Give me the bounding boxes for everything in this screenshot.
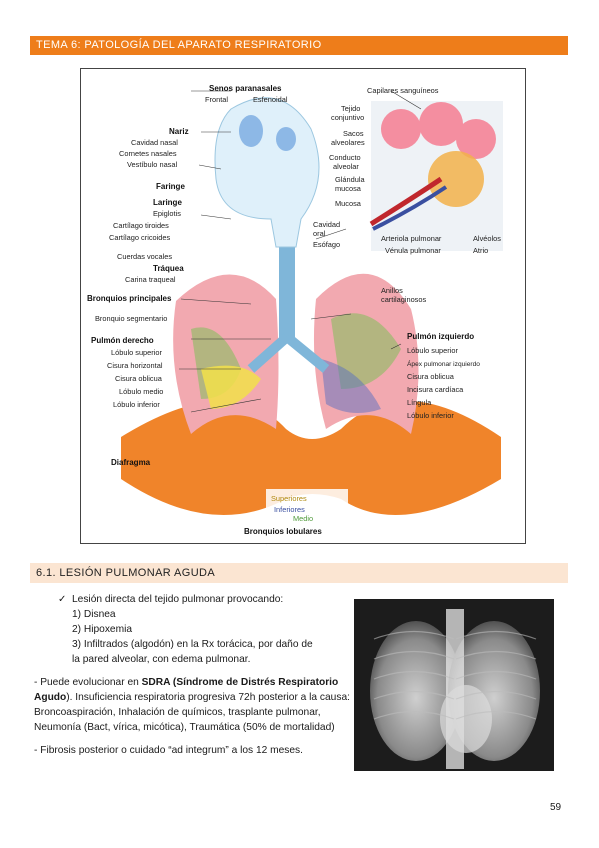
head-airway-shape <box>214 97 320 248</box>
label-cuerdas: Cuerdas vocales <box>117 252 172 261</box>
label-anillos-1: Anillos <box>381 286 403 295</box>
label-diafragma: Diafragma <box>111 458 151 467</box>
label-arteriola: Arteriola pulmonar <box>381 234 442 243</box>
chest-xray-image <box>354 599 554 771</box>
venule-shape <box>372 185 448 231</box>
section-content: ✓ Lesión directa del tejido pulmonar pro… <box>34 592 352 758</box>
list-item: 3) Infiltrados (algodón) en la Rx toráci… <box>72 639 313 650</box>
bronchi-yellow-right <box>201 365 261 409</box>
sdra-paragraph: - Puede evolucionar en SDRA (Síndrome de… <box>34 675 352 735</box>
respiratory-system-diagram: Senos paranasales Frontal Esfenoidal Nar… <box>80 68 526 544</box>
trachea-shape <box>279 247 295 339</box>
arteriole-shape <box>369 176 443 227</box>
label-frontal: Frontal <box>205 95 228 104</box>
page-number: 59 <box>550 802 562 813</box>
label-apex: Ápex pulmonar izquierdo <box>407 359 480 368</box>
lobular-bronchi-box <box>266 489 348 527</box>
label-conducto-1: Conducto <box>329 153 361 162</box>
label-superiores: Superiores <box>271 494 307 503</box>
label-lingula: Língula <box>407 398 432 407</box>
label-mucosa: Mucosa <box>335 199 362 208</box>
label-tejido-1: Tejido <box>341 104 360 113</box>
label-cisura-oblicua-der: Cisura oblicua <box>115 374 163 383</box>
label-carina: Carina traqueal <box>125 275 176 284</box>
alveolar-sac-3 <box>456 119 496 159</box>
label-pulmon-derecho: Pulmón derecho <box>91 336 154 345</box>
bronchi-green-left <box>331 313 401 389</box>
sphenoid-sinus-shape <box>276 127 296 151</box>
label-lobulo-inferior-izq: Lóbulo inferior <box>407 411 454 420</box>
label-sacos-1: Sacos <box>343 129 364 138</box>
label-vestibulo: Vestíbulo nasal <box>127 160 177 169</box>
list-item: 2) Hipoxemia <box>72 624 133 635</box>
xray-heart <box>440 685 492 753</box>
label-glandula-1: Glándula <box>335 175 365 184</box>
label-tiroides: Cartílago tiroides <box>113 221 169 230</box>
label-lobulo-inferior-der: Lóbulo inferior <box>113 400 160 409</box>
bullet-intro-text: Lesión directa del tejido pulmonar provo… <box>72 594 284 605</box>
label-pulmon-izquierdo: Pulmón izquierdo <box>407 332 474 341</box>
label-laringe: Laringe <box>153 198 182 207</box>
bronchi-blue-left <box>321 359 381 413</box>
label-cornetes: Cornetes nasales <box>119 149 177 158</box>
sdra-pre: - Puede evolucionar en <box>34 677 142 688</box>
label-lobulo-superior-izq: Lóbulo superior <box>407 346 458 355</box>
checkmark-icon: ✓ <box>58 594 67 605</box>
label-cisura-horizontal: Cisura horizontal <box>107 361 163 370</box>
label-bronquio-segmentario: Bronquio segmentario <box>95 314 167 323</box>
label-sacos-2: alveolares <box>331 138 365 147</box>
label-traquea: Tráquea <box>153 264 184 273</box>
label-venula: Vénula pulmonar <box>385 246 441 255</box>
sdra-post: ). Insuficiencia respiratoria progresiva… <box>34 692 350 733</box>
xray-illustration <box>354 599 554 771</box>
label-senos: Senos paranasales <box>209 84 282 93</box>
label-atrio: Atrio <box>473 246 488 255</box>
alveoli-cluster <box>428 151 484 207</box>
label-cavidad-oral-2: oral <box>313 229 326 238</box>
xray-ribs <box>373 630 537 720</box>
label-cisura-oblicua-izq: Cisura oblicua <box>407 372 455 381</box>
label-lobulo-superior-der: Lóbulo superior <box>111 348 162 357</box>
label-anillos-2: cartilaginosos <box>381 295 426 304</box>
label-nariz: Nariz <box>169 127 189 136</box>
label-lobulo-medio: Lóbulo medio <box>119 387 163 396</box>
label-bronquios-principales: Bronquios principales <box>87 294 172 303</box>
anatomy-illustration: Senos paranasales Frontal Esfenoidal Nar… <box>87 84 503 536</box>
label-conducto-2: alveolar <box>333 162 359 171</box>
label-cavidad-nasal: Cavidad nasal <box>131 138 178 147</box>
chapter-header: TEMA 6: PATOLOGÍA DEL APARATO RESPIRATOR… <box>30 36 568 55</box>
label-glandula-2: mucosa <box>335 184 362 193</box>
chapter-title: TEMA 6: PATOLOGÍA DEL APARATO RESPIRATOR… <box>36 39 322 51</box>
label-cavidad-oral-1: Cavidad <box>313 220 340 229</box>
label-medio: Medio <box>293 514 313 523</box>
list-item: la pared alveolar, con edema pulmonar. <box>72 654 251 665</box>
section-header: 6.1. LESIÓN PULMONAR AGUDA <box>30 563 568 583</box>
label-esofago: Esófago <box>313 240 340 249</box>
fibrosis-paragraph: - Fibrosis posterior o cuidado “ad integ… <box>34 745 303 756</box>
sdra-bold: SDRA (Síndrome de Distrés Respiratorio A… <box>34 677 339 703</box>
list-item: 1) Disnea <box>72 609 116 620</box>
label-capilares: Capilares sanguíneos <box>367 86 439 95</box>
label-alveolos: Alvéolos <box>473 234 501 243</box>
label-epiglotis: Epiglotis <box>153 209 181 218</box>
main-bronchi-shape <box>247 333 330 373</box>
label-cricoides: Cartílago cricoides <box>109 233 171 242</box>
section-title: 6.1. LESIÓN PULMONAR AGUDA <box>36 567 216 579</box>
label-inferiores: Inferiores <box>274 505 305 514</box>
frontal-sinus-shape <box>239 115 263 147</box>
label-faringe: Faringe <box>156 182 185 191</box>
label-tejido-2: conjuntivo <box>331 113 364 122</box>
bullet-intro: ✓ Lesión directa del tejido pulmonar pro… <box>34 592 352 607</box>
label-bronquios-lobulares: Bronquios lobulares <box>244 527 322 536</box>
label-esfenoidal: Esfenoidal <box>253 95 288 104</box>
alveolar-sac-2 <box>419 102 463 146</box>
label-incisura: Incisura cardíaca <box>407 385 464 394</box>
alveolar-sac-1 <box>381 109 421 149</box>
